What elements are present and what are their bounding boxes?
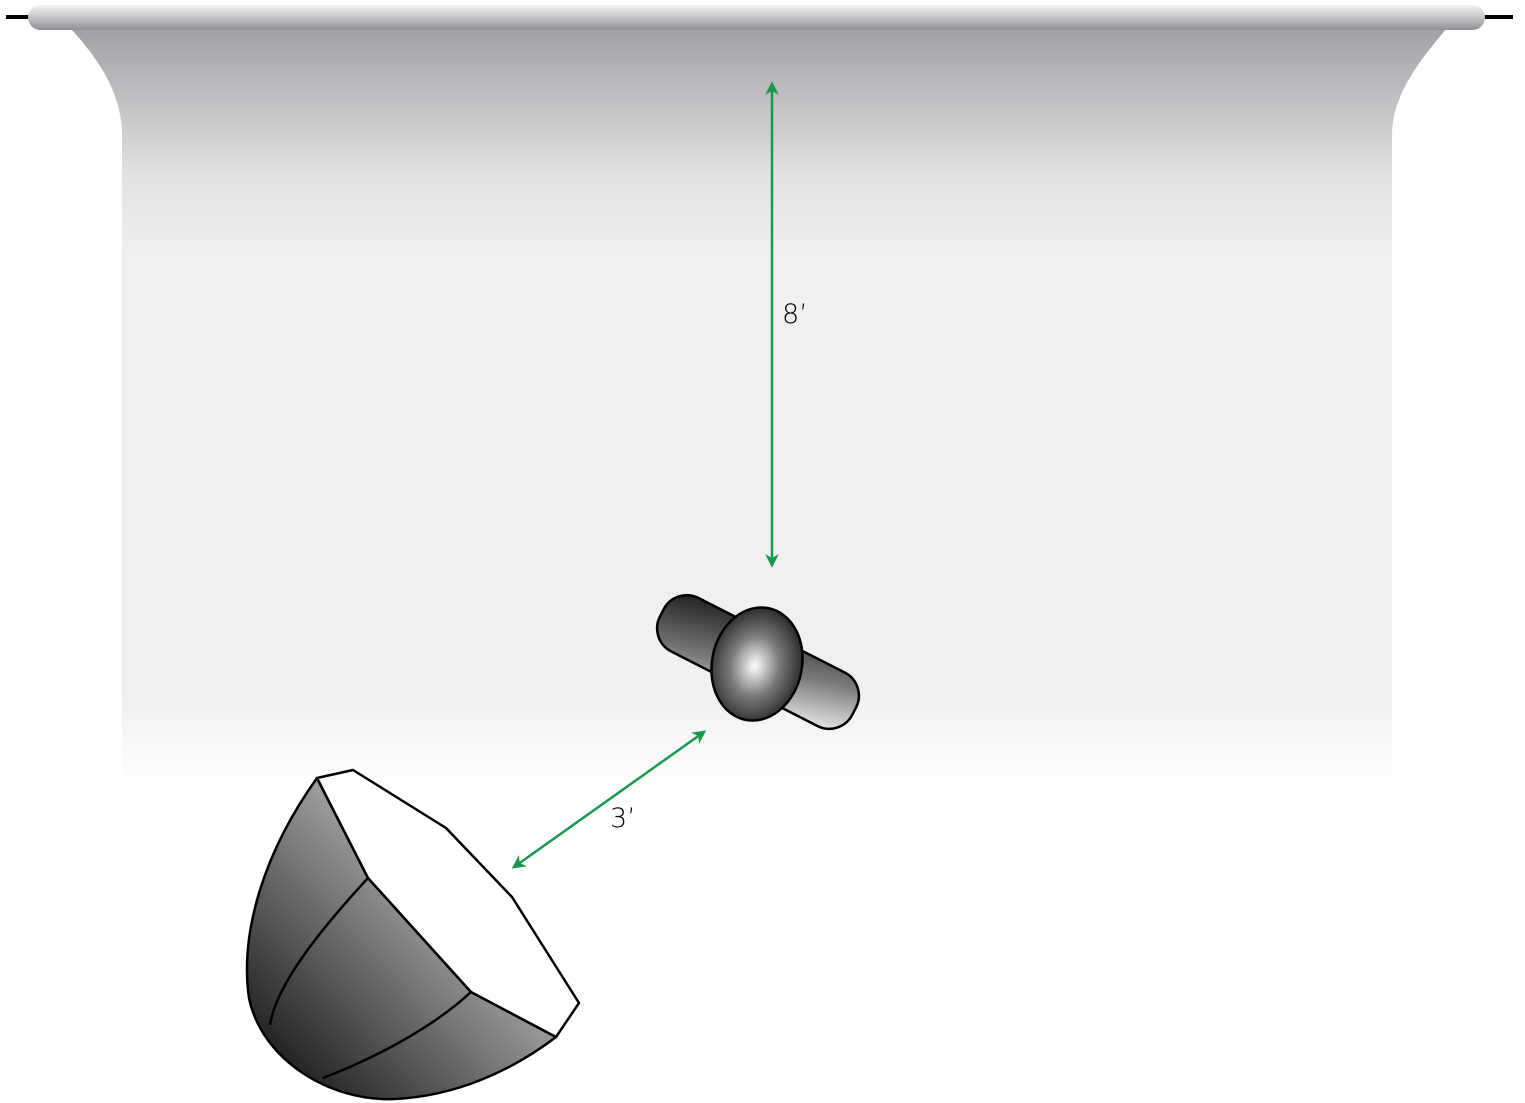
softbox-rib-upper — [268, 877, 369, 1026]
softbox-rib-lower — [322, 991, 472, 1080]
softbox-light-icon — [245, 768, 581, 1101]
backdrop-distance-dimension: 8’ — [765, 81, 808, 568]
softbox-body — [245, 776, 558, 1101]
seamless-paper-backdrop-icon — [6, 5, 1513, 790]
light-distance-label: 3’ — [610, 803, 636, 834]
light-distance-dimension: 3’ — [511, 730, 707, 869]
backdrop-paper — [70, 28, 1447, 790]
backdrop-paper-roll — [28, 5, 1485, 30]
light-distance-arrow — [511, 730, 707, 869]
subject-top-view-icon — [655, 593, 861, 731]
softbox-front-diffuser — [315, 768, 581, 1039]
backdrop-distance-label: 8’ — [782, 299, 808, 330]
subject-head — [710, 606, 804, 722]
